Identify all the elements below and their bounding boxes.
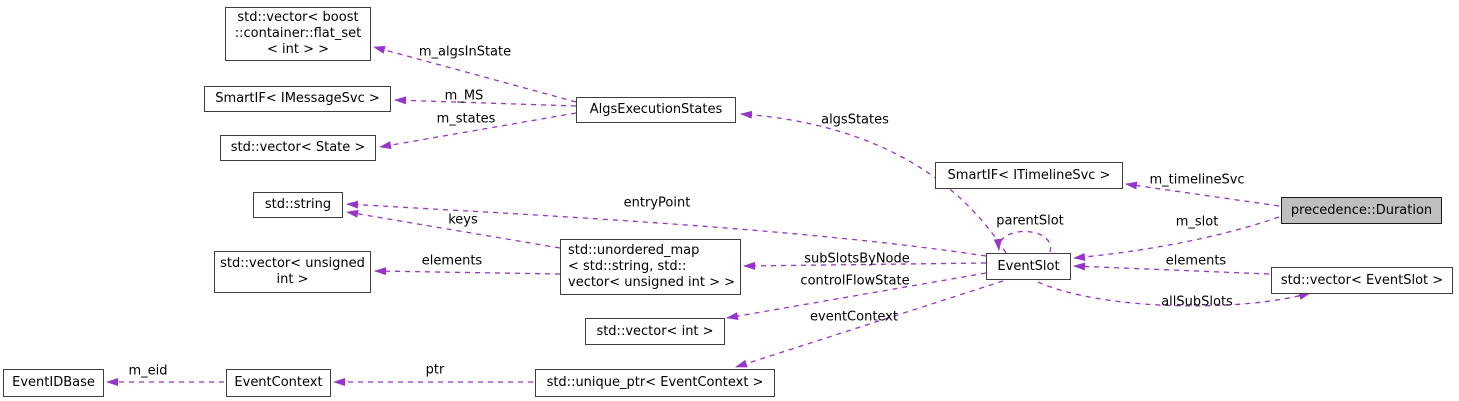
edge-label-algsstates: algsStates [821, 112, 889, 128]
edge-label-m-ms: m_MS [444, 88, 484, 104]
edge-label-entrypoint: entryPoint [623, 195, 691, 211]
node-std-unique-ptr-eventcontext: std::unique_ptr< EventContext > [535, 369, 775, 397]
edge-m-ms [394, 96, 577, 107]
edge-label-keys: keys [448, 212, 478, 228]
node-algsexecutionstates[interactable]: AlgsExecutionStates [576, 97, 736, 123]
node-std-vector-unsigned-int: std::vector< unsigned int > [214, 251, 371, 293]
node-std-vector-eventslot: std::vector< EventSlot > [1271, 267, 1453, 294]
node-std-vector-flat-set: std::vector< boost ::container::flat_set… [225, 7, 371, 61]
node-std-unordered-map: std::unordered_map < std::string, std:: … [560, 239, 741, 295]
node-eventidbase[interactable]: EventIDBase [3, 369, 104, 397]
edge-label-m-states: m_states [436, 111, 496, 127]
edge-label-allsubslots: allSubSlots [1161, 294, 1233, 310]
edge-label-subslotsbynode: subSlotsByNode [804, 251, 910, 267]
edge-label-eventcontext: eventContext [810, 309, 898, 325]
node-std-vector-int: std::vector< int > [585, 318, 725, 345]
edge-label-m-algsinstate: m_algsInState [418, 44, 512, 60]
edge-label-elements-left: elements [421, 253, 483, 269]
node-precedence-duration: precedence::Duration [1281, 197, 1442, 224]
node-smartif-itimelinesvc[interactable]: SmartIF< ITimelineSvc > [935, 162, 1123, 189]
node-std-vector-state: std::vector< State > [220, 135, 376, 161]
node-eventcontext[interactable]: EventContext [226, 369, 331, 397]
edge-label-m-slot: m_slot [1175, 214, 1219, 230]
edge-label-elements-right: elements [1165, 253, 1227, 269]
edge-label-ptr: ptr [425, 362, 445, 378]
edge-elements-left [374, 267, 561, 276]
edge-parentslot-loop [993, 230, 1051, 253]
edge-label-m-eid: m_eid [128, 363, 168, 379]
edge-label-controlflowstate: controlFlowState [800, 273, 910, 289]
node-eventslot[interactable]: EventSlot [986, 253, 1071, 280]
edge-label-m-timelinesvc: m_timelineSvc [1149, 172, 1245, 188]
node-smartif-imessagesvc[interactable]: SmartIF< IMessageSvc > [204, 86, 391, 112]
node-std-string: std::string [253, 192, 343, 218]
edge-label-parentslot: parentSlot [996, 213, 1064, 229]
